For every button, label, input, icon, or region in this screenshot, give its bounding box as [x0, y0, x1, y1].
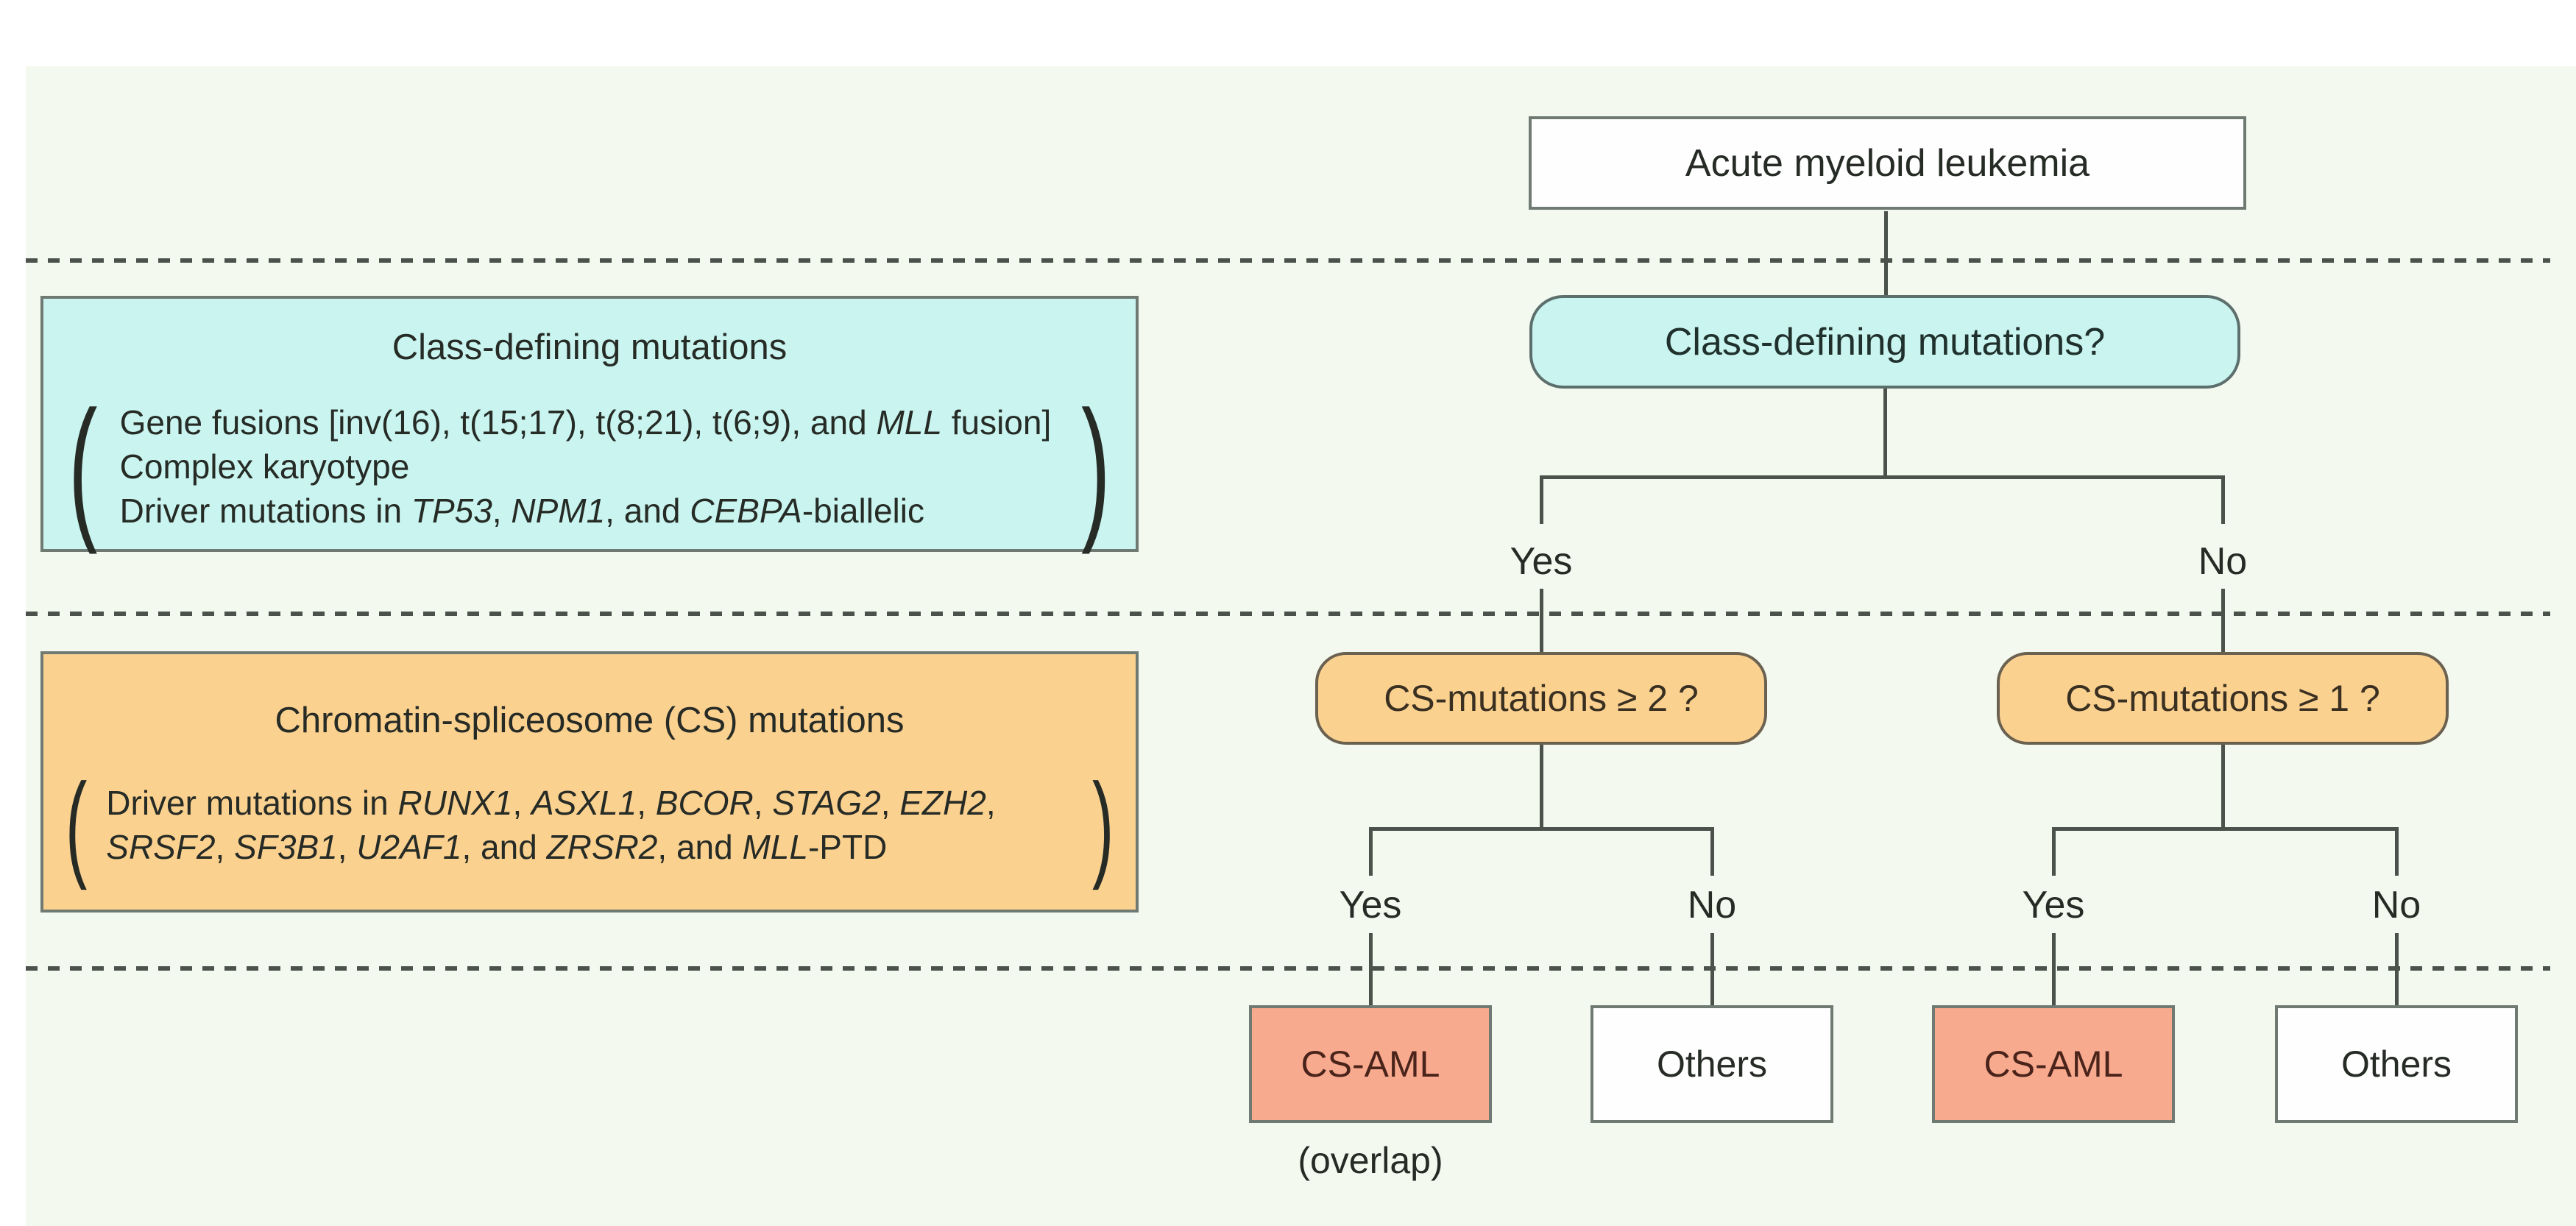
split2-bar: [1370, 827, 1712, 831]
dashed-separator-2: [26, 612, 2550, 616]
split1-no-drop: [2221, 589, 2225, 653]
class-defining-line-1: Gene fusions [inv(16), t(15;17), t(8;21)…: [119, 403, 1052, 442]
outcome-others-right-label: Others: [2340, 1043, 2452, 1085]
split3-yes-label: Yes: [2022, 884, 2085, 926]
decision-class-defining-label: Class-defining mutations?: [1664, 320, 2106, 364]
panel-cs-body: ( Driver mutations in RUNX1, ASXL1, BCOR…: [57, 766, 1122, 884]
cs-line-1: Driver mutations in RUNX1, ASXL1, BCOR, …: [106, 784, 996, 822]
open-paren: (: [65, 759, 88, 891]
outcome-cs-aml-left-label: CS-AML: [1301, 1043, 1440, 1085]
open-paren: (: [68, 378, 98, 556]
class-defining-line-3: Driver mutations in TP53, NPM1, and CEBP…: [119, 492, 924, 530]
panel-class-defining-lines: Gene fusions [inv(16), t(15;17), t(8;21)…: [110, 400, 1070, 533]
connector-decision2-down: [1540, 745, 1543, 827]
panel-cs-title: Chromatin-spliceosome (CS) mutations: [275, 701, 905, 740]
split3-no-drop: [2395, 933, 2399, 1005]
connector-decision3-down: [2221, 745, 2225, 827]
outcome-cs-aml-left: CS-AML: [1249, 1005, 1492, 1123]
split1-no-label: No: [2198, 540, 2248, 583]
split3-bar: [2053, 827, 2396, 831]
panel-class-defining-body: ( Gene fusions [inv(16), t(15;17), t(8;2…: [57, 378, 1122, 556]
decision-cs-ge2: CS-mutations ≥ 2 ?: [1315, 652, 1767, 745]
split2-no-drop: [1710, 933, 1714, 1005]
split3-yes-stub: [2052, 827, 2056, 876]
connector-root-to-decision1: [1884, 211, 1888, 295]
decision-cs-ge1-label: CS-mutations ≥ 1 ?: [2065, 678, 2380, 719]
decision-class-defining: Class-defining mutations?: [1529, 295, 2240, 389]
outcome-others-left: Others: [1590, 1005, 1833, 1123]
root-node: Acute myeloid leukemia: [1529, 116, 2246, 210]
cs-line-2: SRSF2, SF3B1, U2AF1, and ZRSR2, and MLL-…: [106, 828, 888, 866]
split2-no-label: No: [1687, 884, 1737, 926]
split1-no-stub: [2221, 475, 2225, 524]
split2-yes-drop: [1369, 933, 1373, 1005]
split3-no-stub: [2395, 827, 2399, 876]
split2-yes-label: Yes: [1339, 884, 1402, 926]
panel-cs-lines: Driver mutations in RUNX1, ASXL1, BCOR, …: [96, 781, 1083, 869]
outcome-cs-aml-right-label: CS-AML: [1984, 1043, 2123, 1085]
close-paren: ): [1091, 759, 1114, 891]
root-node-label: Acute myeloid leukemia: [1685, 141, 2090, 185]
split2-yes-stub: [1369, 827, 1373, 876]
outcome-others-right: Others: [2275, 1005, 2518, 1123]
split1-yes-label: Yes: [1510, 540, 1573, 583]
decision-cs-ge2-label: CS-mutations ≥ 2 ?: [1384, 678, 1699, 719]
panel-class-defining-mutations: Class-defining mutations ( Gene fusions …: [40, 296, 1139, 552]
class-defining-line-2: Complex karyotype: [119, 447, 410, 486]
decision-cs-ge1: CS-mutations ≥ 1 ?: [1997, 652, 2449, 745]
close-paren: ): [1081, 378, 1111, 556]
split1-yes-stub: [1540, 475, 1543, 524]
connector-decision1-down: [1883, 389, 1887, 475]
split1-bar: [1540, 475, 2224, 479]
split1-yes-drop: [1540, 589, 1543, 653]
outcome-cs-aml-right: CS-AML: [1932, 1005, 2175, 1123]
split3-yes-drop: [2052, 933, 2056, 1005]
overlap-note: (overlap): [1298, 1140, 1443, 1181]
dashed-separator-1: [26, 258, 2550, 263]
split3-no-label: No: [2371, 884, 2421, 926]
dashed-separator-3: [26, 966, 2550, 971]
outcome-others-left-label: Others: [1656, 1043, 1768, 1085]
panel-cs-mutations: Chromatin-spliceosome (CS) mutations ( D…: [40, 651, 1139, 913]
panel-class-defining-title: Class-defining mutations: [392, 327, 788, 367]
split2-no-stub: [1710, 827, 1714, 876]
